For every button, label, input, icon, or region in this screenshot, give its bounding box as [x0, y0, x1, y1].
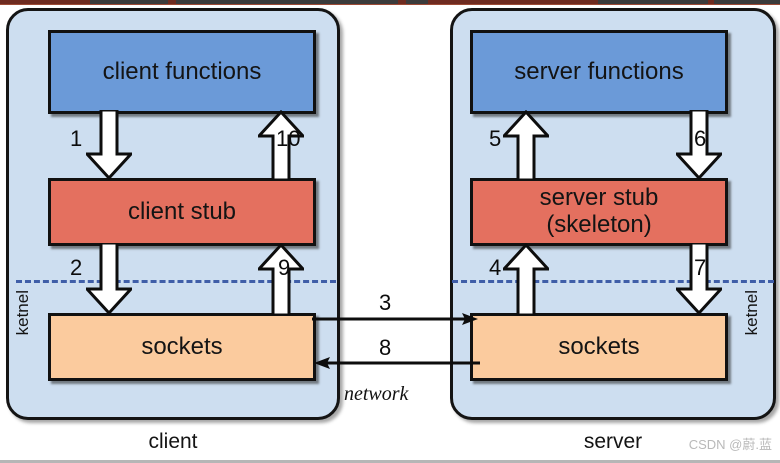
arrow-down-server-functions-to-stub — [676, 110, 722, 180]
toolbar-remnant-segment — [176, 0, 398, 4]
client-functions-box: client functions — [48, 30, 316, 114]
arrow-down-server-stub-to-sockets — [676, 243, 722, 315]
client-stub-label: client stub — [127, 197, 237, 225]
client-stub-box: client stub — [48, 178, 316, 246]
server-sockets-label: sockets — [558, 332, 640, 360]
arrow-down-client-stub-to-sockets — [86, 243, 132, 315]
network-reply-arrow-server-to-client — [312, 356, 480, 370]
step-number-8: 8 — [379, 335, 392, 360]
step-number-10: 10 — [276, 126, 301, 151]
toolbar-remnant-segment — [598, 0, 708, 4]
bottom-rule — [0, 460, 780, 463]
server-sockets-box: sockets — [470, 313, 728, 381]
step-number-4: 4 — [489, 255, 502, 280]
arrow-up-client-sockets-to-stub — [258, 243, 304, 315]
step-number-1: 1 — [70, 126, 83, 151]
step-number-6: 6 — [694, 126, 707, 151]
csdn-watermark: CSDN @蔚.蓝 — [688, 437, 772, 452]
toolbar-remnant-segment — [406, 0, 428, 4]
server-stub-label-line2: (skeleton) — [546, 211, 652, 238]
client-kernel-boundary-line — [16, 280, 336, 283]
step-number-7: 7 — [694, 255, 707, 280]
toolbar-remnant-hairline — [0, 4, 780, 5]
client-kernel-label: ketnel — [13, 290, 32, 336]
arrow-up-server-stub-to-functions — [503, 110, 549, 180]
server-stub-label-line1: server stub — [539, 184, 659, 212]
cropped-toolbar-strip — [0, 0, 780, 5]
server-stub-box: server stub (skeleton) — [470, 178, 728, 246]
server-functions-label: server functions — [514, 57, 684, 85]
server-kernel-boundary-line — [452, 280, 774, 283]
server-caption: server — [583, 430, 643, 453]
step-number-2: 2 — [70, 255, 83, 280]
step-number-5: 5 — [489, 126, 502, 151]
network-label: network — [344, 383, 409, 405]
server-functions-box: server functions — [470, 30, 728, 114]
toolbar-remnant-segment — [90, 0, 168, 4]
client-sockets-box: sockets — [48, 313, 316, 381]
arrow-up-client-stub-to-functions — [258, 110, 304, 180]
client-sockets-label: sockets — [141, 332, 223, 360]
network-request-arrow-client-to-server — [312, 312, 480, 326]
step-number-3: 3 — [379, 290, 392, 315]
arrow-down-client-functions-to-stub — [86, 110, 132, 180]
step-number-9: 9 — [278, 255, 291, 280]
toolbar-remnant-segment — [714, 0, 780, 4]
client-caption: client — [148, 430, 198, 453]
client-functions-label: client functions — [102, 57, 262, 85]
server-kernel-label: ketnel — [742, 290, 761, 336]
arrow-up-server-sockets-to-stub — [503, 243, 549, 315]
